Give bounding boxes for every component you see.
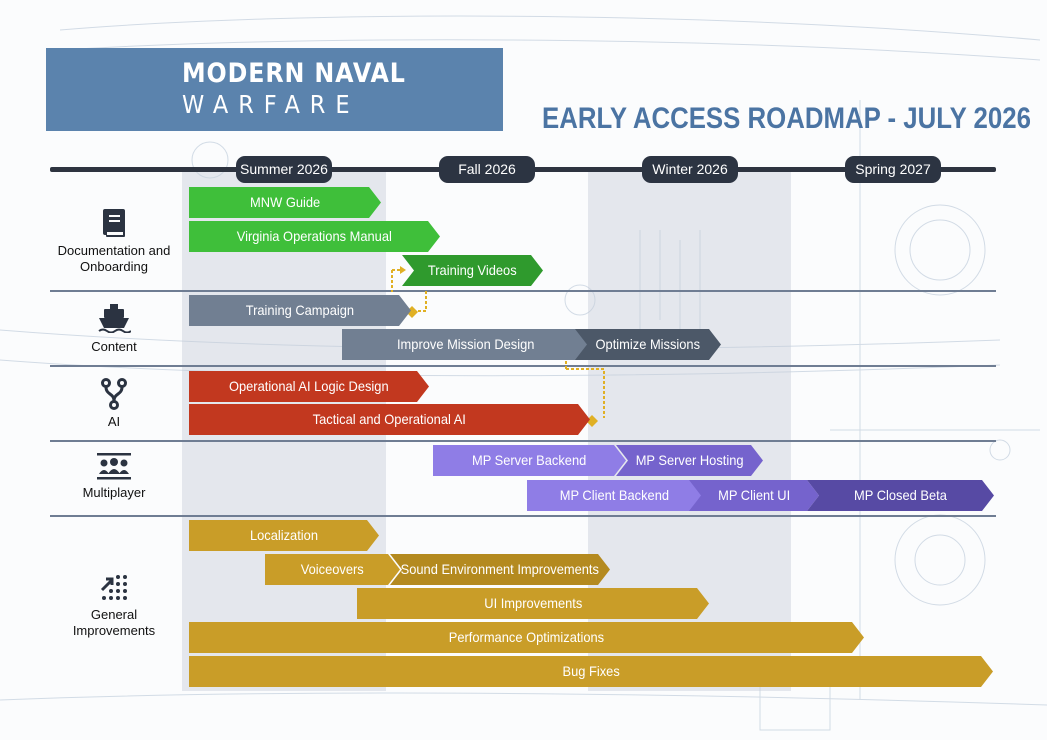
task-bar: Performance Optimizations <box>189 622 864 653</box>
task-bar: Sound Environment Improvements <box>390 554 610 585</box>
task-label: Voiceovers <box>300 561 364 577</box>
task-label: Improve Mission Design <box>396 336 535 352</box>
category-ai: AI <box>49 378 179 430</box>
task-label: Operational AI Logic Design <box>229 378 389 394</box>
task-bar: MP Closed Beta <box>807 480 994 511</box>
category-label: General <box>90 607 138 622</box>
season-fall-2026: Fall 2026 <box>439 156 535 183</box>
category-documentation: Documentation and Onboarding <box>49 208 179 275</box>
logo: MODERN NAVAL WARFARE <box>46 48 503 131</box>
task-label: Training Campaign <box>245 302 355 318</box>
task-bar: Bug Fixes <box>189 656 993 687</box>
task-label: Localization <box>249 527 319 543</box>
task-label: Optimize Missions <box>595 336 701 352</box>
row-separator <box>50 365 996 367</box>
task-label: MP Server Backend <box>472 452 587 468</box>
category-label: Multiplayer <box>82 485 146 500</box>
task-bar: Voiceovers <box>265 554 400 585</box>
season-winter-2026: Winter 2026 <box>642 156 738 183</box>
season-spring-2027: Spring 2027 <box>845 156 941 183</box>
task-label: MP Closed Beta <box>854 487 947 503</box>
task-bar: Training Videos <box>402 255 543 286</box>
season-summer-2026: Summer 2026 <box>236 156 332 183</box>
task-label: MP Client UI <box>717 487 791 503</box>
chart-up-icon <box>100 575 127 600</box>
row-separator <box>50 515 996 517</box>
category-label: Improvements <box>72 623 156 638</box>
page-title: EARLY ACCESS ROADMAP - JULY 2026 <box>542 102 1031 135</box>
task-label: MP Server Hosting <box>635 452 744 468</box>
task-label: MNW Guide <box>249 194 321 210</box>
task-bar: Tactical and Operational AI <box>189 404 590 435</box>
row-separator <box>50 440 996 442</box>
task-label: Training Videos <box>428 262 517 278</box>
task-label: Virginia Operations Manual <box>236 228 393 244</box>
task-label: Performance Optimizations <box>448 629 605 645</box>
task-bar: Optimize Missions <box>575 329 721 360</box>
row-separator <box>50 290 996 292</box>
branch-icon <box>101 378 127 410</box>
task-label: Bug Fixes <box>562 663 620 679</box>
task-bar: Localization <box>189 520 379 551</box>
task-label: MP Client Backend <box>559 487 670 503</box>
task-bar: UI Improvements <box>357 588 709 619</box>
group-icon <box>97 453 131 480</box>
category-label: Documentation and <box>57 243 171 258</box>
category-multiplayer: Multiplayer <box>49 452 179 501</box>
category-label: Content <box>91 339 137 354</box>
task-bar: MP Server Hosting <box>616 445 763 476</box>
category-content: Content <box>49 303 179 355</box>
task-bar: Virginia Operations Manual <box>189 221 440 252</box>
task-bar: MP Client Backend <box>527 480 702 511</box>
task-bar: Training Campaign <box>189 295 411 326</box>
book-icon <box>103 209 125 237</box>
task-bar: MP Server Backend <box>433 445 626 476</box>
category-label: Onboarding <box>80 259 148 274</box>
category-label: AI <box>107 414 121 429</box>
task-bar: Improve Mission Design <box>342 329 589 360</box>
task-label: Sound Environment Improvements <box>400 561 600 577</box>
dependency-marker-tactical-ai <box>586 415 598 427</box>
task-bar: MP Client UI <box>689 480 819 511</box>
category-general: General Improvements <box>49 573 179 639</box>
ship-icon <box>98 304 131 333</box>
task-bar: Operational AI Logic Design <box>189 371 429 402</box>
logo-line-1: MODERN NAVAL <box>182 58 406 89</box>
task-label: Tactical and Operational AI <box>312 411 467 427</box>
task-bar: MNW Guide <box>189 187 381 218</box>
task-label: UI Improvements <box>483 595 583 611</box>
logo-line-2: WARFARE <box>182 90 360 119</box>
